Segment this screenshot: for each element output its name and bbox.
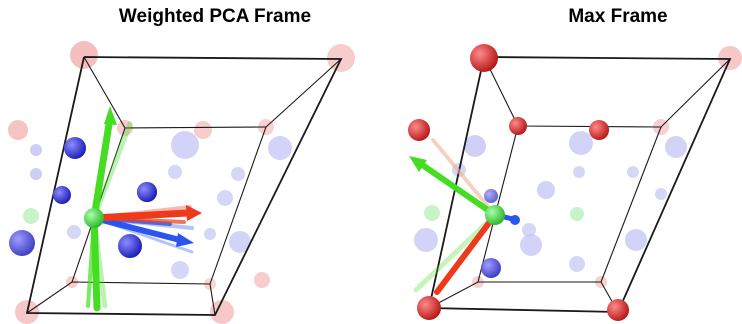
panel-title-weighted-pca: Weighted PCA Frame	[118, 6, 312, 27]
atoms-red	[408, 44, 629, 321]
max-frame-scene	[408, 44, 742, 321]
unit-cell-frame	[25, 56, 343, 316]
principal-axes	[86, 106, 202, 312]
axis-arrow-red	[434, 212, 498, 295]
axis-arrow-blue	[91, 215, 183, 243]
atoms-blue	[481, 189, 501, 278]
unit-cell-frame	[427, 56, 732, 313]
background-atoms	[414, 46, 742, 288]
center-atom-green	[84, 208, 104, 228]
atom-blue-front	[137, 182, 157, 202]
background-atoms	[8, 41, 355, 324]
atom-red-corner	[417, 296, 441, 320]
axis-arrow-green	[418, 161, 498, 218]
axis-arrow-green-up	[90, 114, 114, 222]
atoms-blue	[9, 137, 157, 258]
center-atom-green	[485, 205, 505, 225]
weighted-pca-frame-scene	[8, 41, 355, 324]
panel-title-max-frame: Max Frame	[568, 6, 668, 27]
